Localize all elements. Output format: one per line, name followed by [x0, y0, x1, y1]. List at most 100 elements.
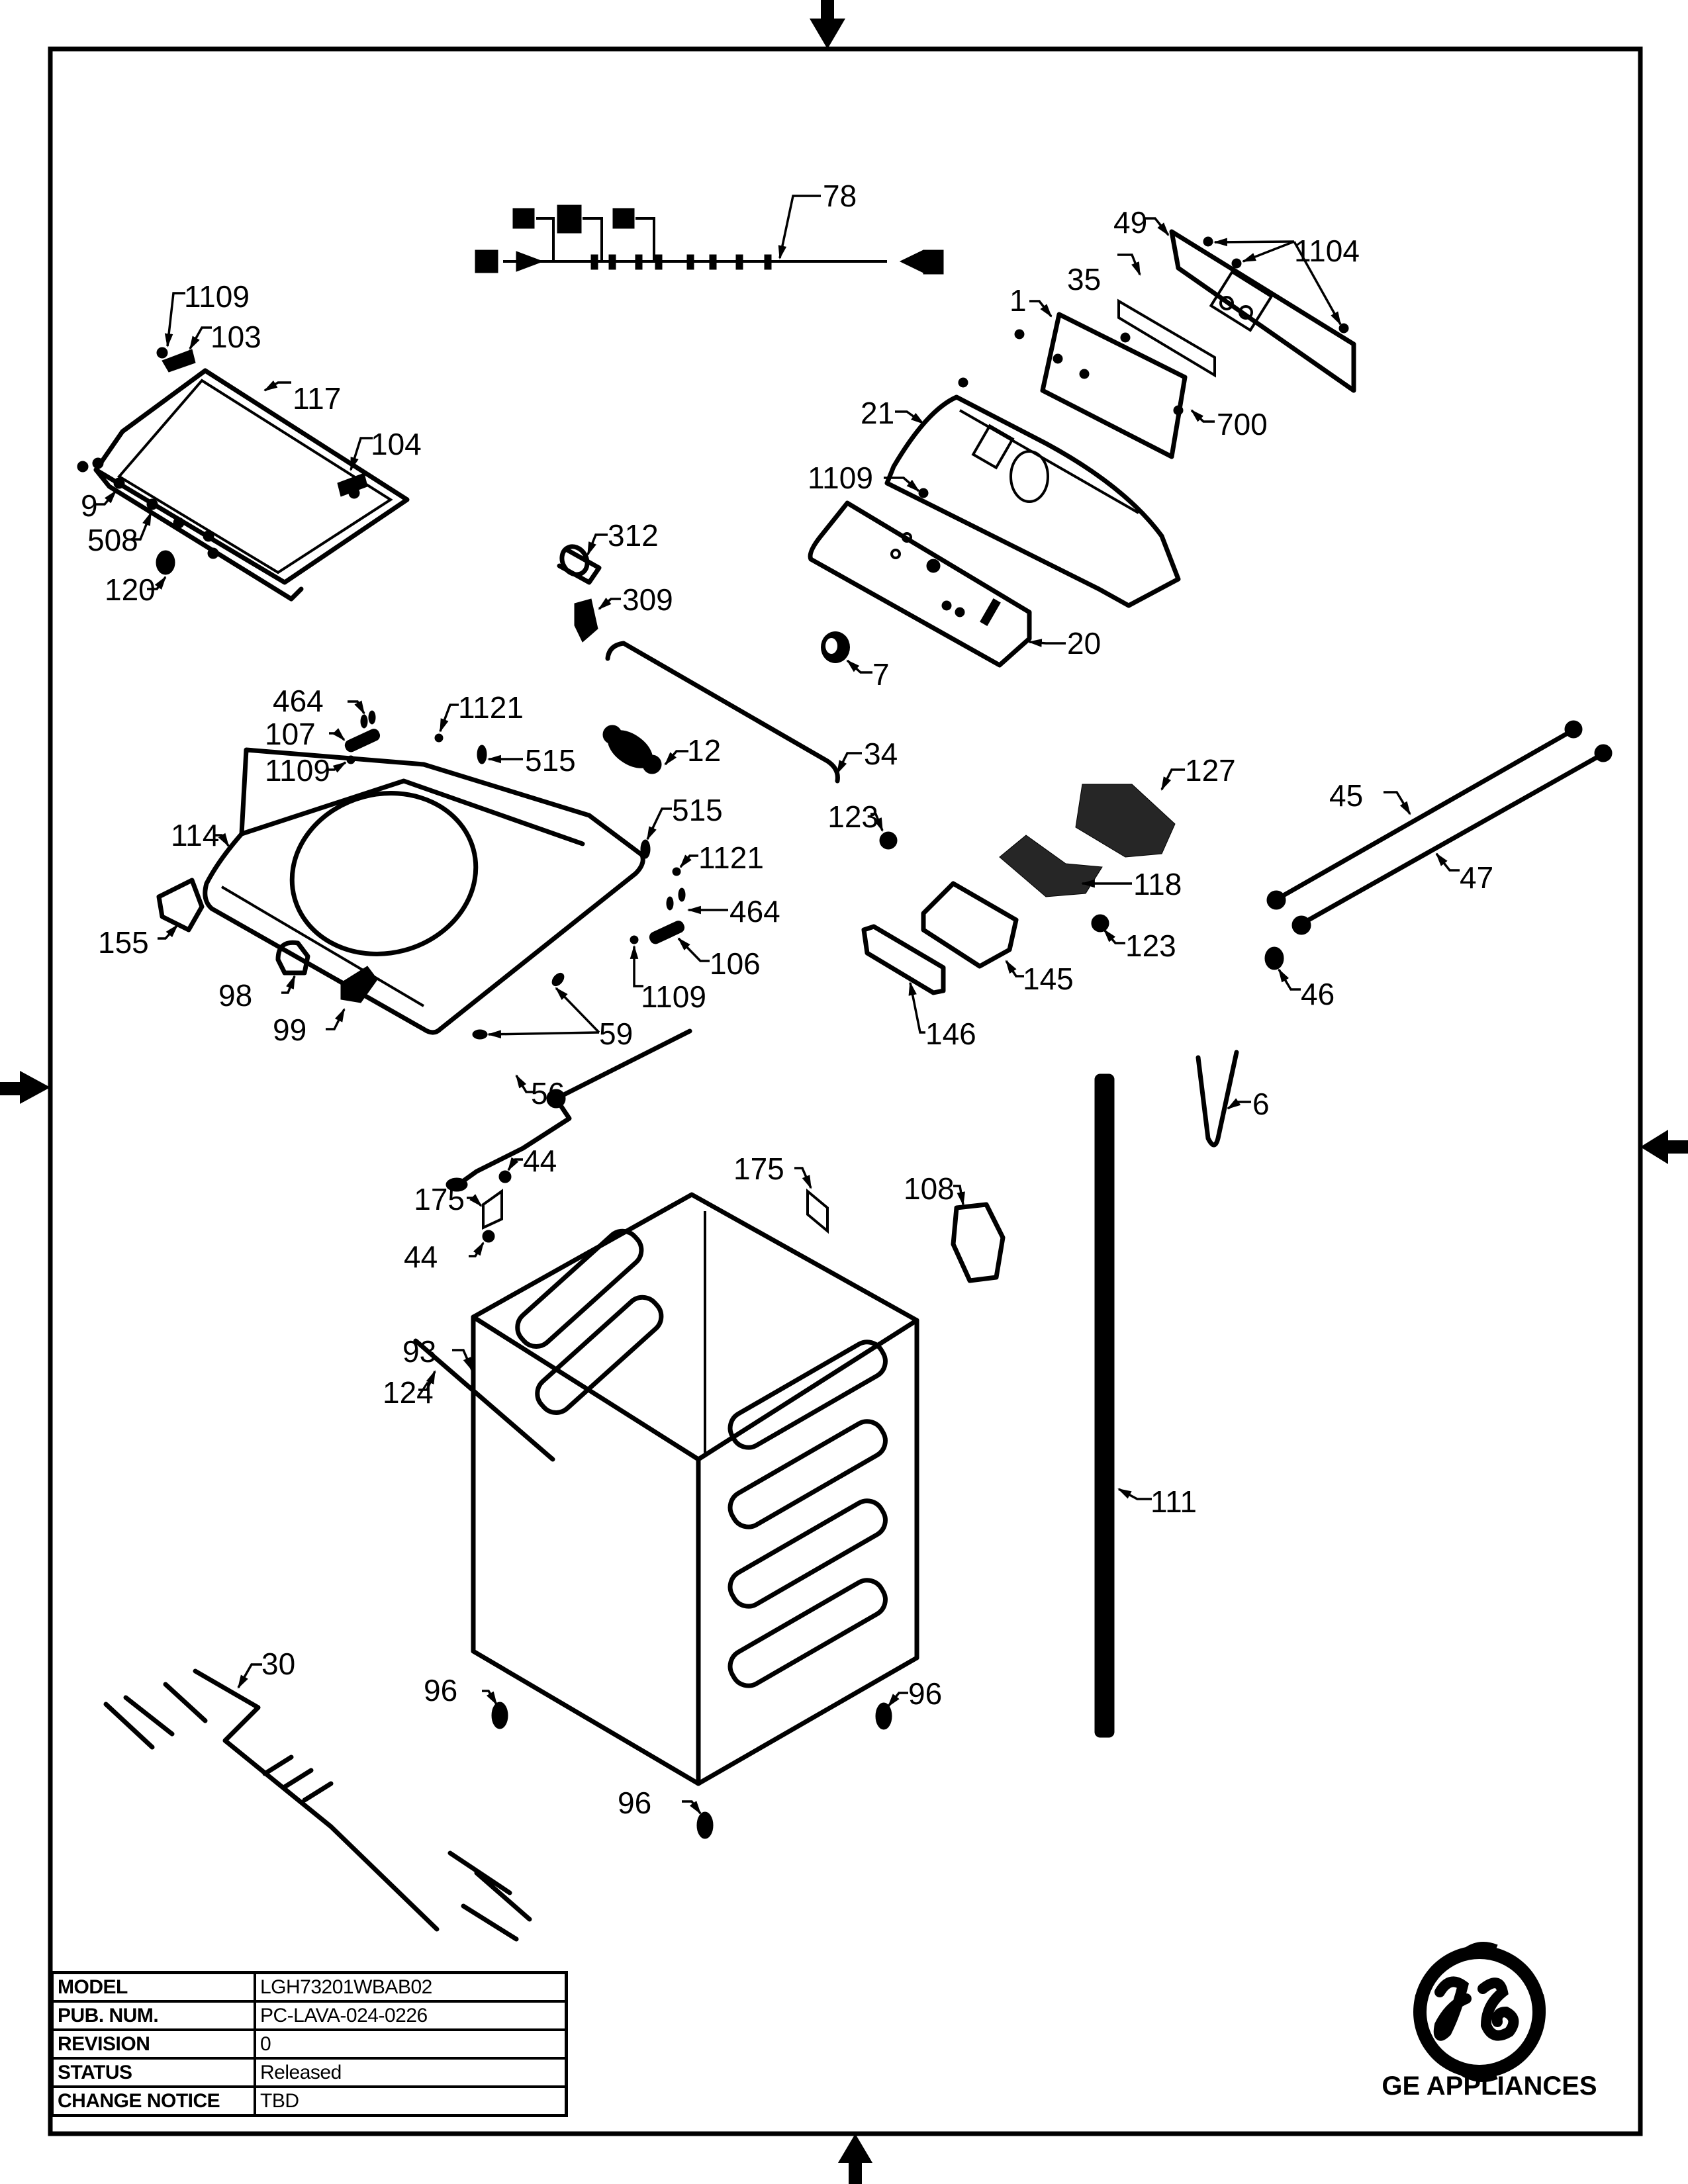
callout-96-b: 96	[908, 1676, 942, 1711]
part-312-lid-lock[interactable]	[557, 542, 602, 585]
callout-124: 124	[383, 1375, 434, 1410]
callout-104: 104	[371, 427, 422, 461]
callout-96-a: 96	[424, 1673, 457, 1707]
part-96-foot-b[interactable]	[875, 1702, 892, 1730]
part-1109-screw-b[interactable]	[630, 935, 639, 944]
part-1104-screws[interactable]	[1203, 236, 1349, 334]
callout-515-b: 515	[672, 793, 723, 827]
callout-6: 6	[1252, 1087, 1270, 1121]
part-96-foot-c[interactable]	[696, 1811, 714, 1839]
callout-464-a: 464	[273, 684, 324, 718]
part-107-lid-switch[interactable]	[344, 727, 381, 754]
part-515-screw-b[interactable]	[640, 839, 651, 859]
part-118-dispenser-drawer[interactable]	[999, 835, 1103, 897]
part-464-clips-b[interactable]	[666, 887, 686, 911]
callout-175-b: 175	[733, 1152, 784, 1186]
part-6-hose[interactable]	[1196, 1050, 1239, 1148]
part-508-screws[interactable]	[146, 498, 219, 559]
part-44-clip-a[interactable]	[498, 1170, 512, 1183]
callout-47: 47	[1460, 860, 1493, 895]
part-56-hose[interactable]	[445, 1028, 692, 1192]
part-45-suspension-rod[interactable]	[1266, 720, 1583, 910]
part-46-grommet[interactable]	[1264, 946, 1284, 970]
part-49-control-bracket[interactable]	[1169, 229, 1356, 393]
part-1121-screw-a[interactable]	[434, 733, 444, 743]
part-1109-screw-a[interactable]	[346, 755, 355, 764]
part-106-lid-switch[interactable]	[648, 919, 686, 946]
callout-515-a: 515	[525, 743, 576, 778]
callout-118: 118	[1133, 867, 1182, 901]
part-464-clips-a[interactable]	[360, 710, 376, 729]
title-row-change-notice: CHANGE NOTICE TBD	[50, 2085, 568, 2117]
part-155-bracket[interactable]	[156, 878, 205, 933]
part-515-screw-a[interactable]	[477, 745, 487, 764]
title-row-status: STATUS Released	[50, 2057, 568, 2088]
drawing-border	[48, 46, 1643, 2136]
part-1109-lid-screw[interactable]	[156, 347, 168, 359]
callout-108: 108	[904, 1171, 955, 1206]
part-9-screws[interactable]	[77, 457, 125, 489]
part-96-foot-a[interactable]	[491, 1702, 508, 1729]
part-7-knob[interactable]	[821, 631, 850, 663]
part-145-dispenser-housing[interactable]	[921, 881, 1019, 969]
part-21-backsplash[interactable]	[884, 394, 1181, 608]
callout-49: 49	[1113, 205, 1147, 240]
part-104-hinge[interactable]	[337, 473, 368, 499]
part-127-dispenser[interactable]	[1075, 784, 1176, 858]
callout-99: 99	[273, 1013, 306, 1047]
arrow-right-icon	[0, 1071, 50, 1104]
part-93-cabinet[interactable]	[471, 1192, 919, 1786]
part-12-water-valve[interactable]	[601, 723, 662, 776]
callout-59: 59	[599, 1017, 633, 1051]
part-117-lid[interactable]	[93, 368, 410, 602]
part-309-switch[interactable]	[574, 598, 598, 643]
callout-107: 107	[265, 717, 316, 751]
callout-1109-lid: 1109	[184, 279, 250, 314]
part-47-suspension-rod[interactable]	[1291, 744, 1613, 935]
callout-145: 145	[1023, 962, 1074, 996]
part-1109-screw[interactable]	[918, 488, 929, 498]
callout-175-a: 175	[414, 1182, 465, 1216]
callout-45: 45	[1329, 778, 1363, 813]
part-123-cap-b[interactable]	[1091, 914, 1109, 933]
part-700-screws[interactable]	[958, 329, 1184, 416]
change-notice-value: TBD	[254, 2085, 568, 2117]
callout-106: 106	[710, 946, 761, 981]
title-block: MODEL LGH73201WBAB02 PUB. NUM. PC-LAVA-0…	[50, 1971, 568, 2117]
callout-30: 30	[261, 1647, 295, 1681]
title-key: PUB. NUM.	[50, 2000, 256, 2031]
part-99-pump-part[interactable]	[340, 966, 378, 1003]
part-20-control-panel[interactable]	[808, 500, 1032, 668]
part-44-clip-b[interactable]	[482, 1230, 495, 1243]
part-103-hinge[interactable]	[162, 349, 196, 373]
part-78-wire-harness[interactable]	[475, 205, 944, 275]
part-114-top-cover[interactable]	[203, 747, 645, 1035]
part-1121-screw-b[interactable]	[672, 867, 681, 876]
part-124-strip[interactable]	[413, 1338, 555, 1462]
part-146-dispenser-cover[interactable]	[861, 924, 946, 995]
part-120-latch[interactable]	[156, 550, 175, 575]
callout-464-b: 464	[729, 894, 780, 929]
publication-number: PC-LAVA-024-0226	[254, 2000, 568, 2031]
callout-1: 1	[1009, 283, 1027, 318]
callout-20: 20	[1067, 626, 1101, 660]
callout-1109-a: 1109	[265, 753, 330, 788]
part-175-pad-b[interactable]	[806, 1188, 829, 1234]
callout-120: 120	[105, 572, 156, 607]
part-59-clips[interactable]	[472, 971, 566, 1040]
callout-155: 155	[98, 925, 149, 960]
part-111-drain-hose[interactable]	[1094, 1073, 1115, 1738]
part-30-wire-harness[interactable]	[103, 1668, 532, 1942]
part-35-label[interactable]	[1117, 298, 1216, 378]
part-123-cap-a[interactable]	[879, 831, 898, 850]
part-175-pad-a[interactable]	[482, 1189, 503, 1230]
revision-value: 0	[254, 2028, 568, 2060]
callout-35: 35	[1067, 262, 1101, 296]
title-key: REVISION	[50, 2028, 256, 2060]
part-108-pump[interactable]	[951, 1202, 1006, 1283]
part-98-pump-part[interactable]	[275, 940, 310, 976]
title-row-pub-num: PUB. NUM. PC-LAVA-024-0226	[50, 2000, 568, 2031]
part-1-control-board[interactable]	[1040, 312, 1188, 459]
callout-309: 309	[622, 582, 673, 617]
